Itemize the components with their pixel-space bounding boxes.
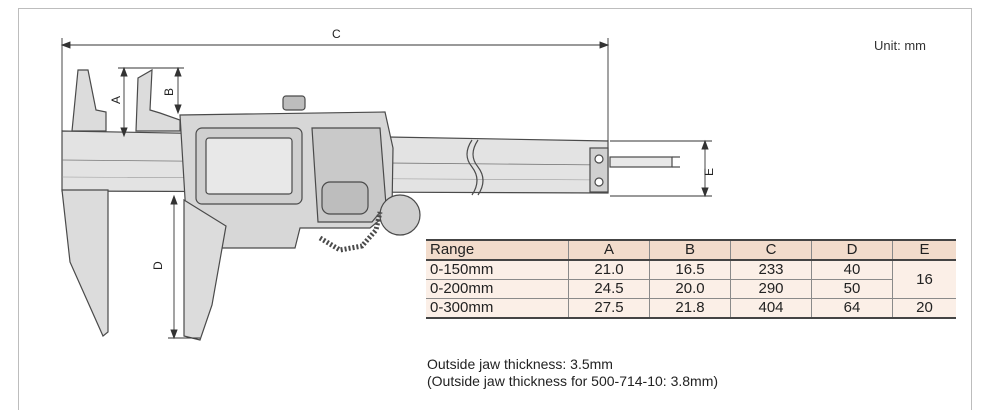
cell-a: 24.5 bbox=[568, 279, 650, 299]
unit-label: Unit: mm bbox=[874, 38, 926, 53]
dim-label-c: C bbox=[332, 27, 341, 41]
notes: Outside jaw thickness: 3.5mm (Outside ja… bbox=[427, 356, 718, 390]
slider-outside-jaw bbox=[183, 198, 227, 341]
header-b: B bbox=[649, 239, 731, 261]
fixed-inside-jaw bbox=[71, 69, 107, 132]
depth-bar bbox=[609, 156, 673, 168]
fine-adjust-gear bbox=[318, 211, 383, 253]
beam-break-mark bbox=[466, 139, 478, 196]
cell-range: 0-150mm bbox=[426, 259, 569, 280]
fixed-outside-jaw bbox=[61, 189, 109, 337]
slider-inside-jaw bbox=[135, 68, 181, 132]
cell-range: 0-300mm bbox=[426, 298, 569, 319]
table-header-row: Range A B C D E bbox=[426, 239, 956, 261]
cell-c: 233 bbox=[730, 259, 812, 280]
header-range: Range bbox=[426, 239, 569, 261]
cell-e: 20 bbox=[892, 298, 956, 319]
cell-c: 290 bbox=[730, 279, 812, 299]
cell-b: 16.5 bbox=[649, 259, 731, 280]
dimensions-table: Range A B C D E 0-150mm 21.0 16.5 233 40… bbox=[426, 239, 956, 319]
thumb-wheel bbox=[379, 194, 421, 236]
header-e: E bbox=[892, 239, 956, 261]
note-jaw-thickness-exception: (Outside jaw thickness for 500-714-10: 3… bbox=[427, 373, 719, 389]
cell-b: 21.8 bbox=[649, 298, 731, 319]
figure-frame bbox=[18, 8, 972, 410]
table-row: 0-200mm 24.5 20.0 290 50 bbox=[426, 279, 956, 299]
header-c: C bbox=[730, 239, 812, 261]
cell-a: 21.0 bbox=[568, 259, 650, 280]
cell-d: 40 bbox=[811, 259, 893, 280]
cell-d: 64 bbox=[811, 298, 893, 319]
cell-b: 20.0 bbox=[649, 279, 731, 299]
control-button bbox=[321, 181, 369, 215]
cell-range: 0-200mm bbox=[426, 279, 569, 299]
dim-label-d: D bbox=[151, 261, 165, 270]
header-d: D bbox=[811, 239, 893, 261]
cell-a: 27.5 bbox=[568, 298, 650, 319]
table-row: 0-300mm 27.5 21.8 404 64 20 bbox=[426, 298, 956, 319]
table-row: 0-150mm 21.0 16.5 233 40 16 bbox=[426, 259, 956, 299]
note-jaw-thickness: Outside jaw thickness: 3.5mm bbox=[427, 356, 613, 372]
cell-d: 50 bbox=[811, 279, 893, 299]
cell-c: 404 bbox=[730, 298, 812, 319]
dim-label-a: A bbox=[109, 96, 123, 104]
header-a: A bbox=[568, 239, 650, 261]
dim-label-e: E bbox=[702, 168, 716, 176]
thumb-roller bbox=[282, 95, 306, 111]
dim-label-b: B bbox=[162, 88, 176, 96]
cell-e-shared: 16 bbox=[892, 259, 956, 299]
